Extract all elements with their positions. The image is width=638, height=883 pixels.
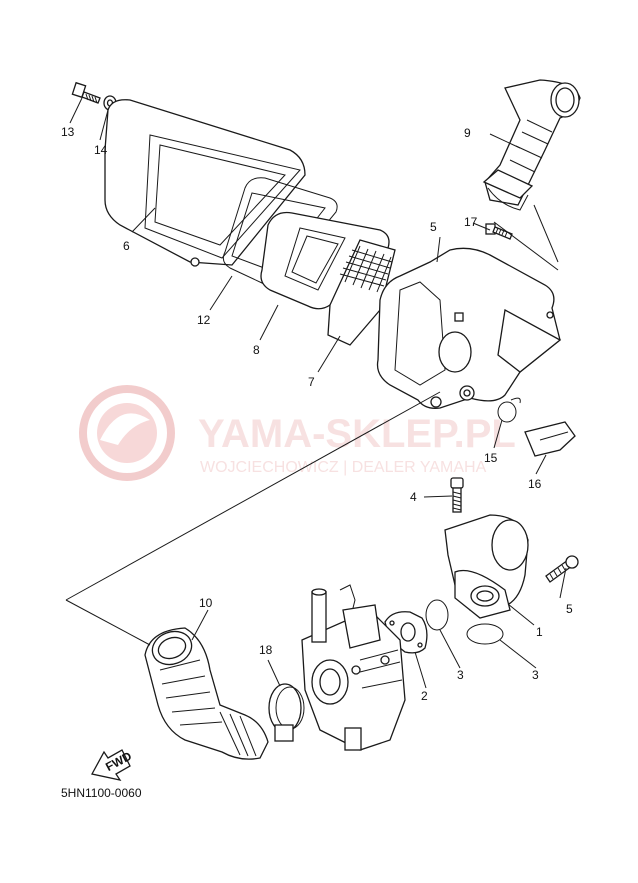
part-3-o-ring-a	[425, 599, 449, 631]
leader-lines	[69, 97, 567, 689]
part-3-o-ring-b	[466, 623, 504, 645]
callout-3-b: 3	[532, 668, 539, 682]
callout-6: 5	[430, 220, 437, 234]
part-17-bolt	[485, 223, 513, 240]
callout-5: 5	[566, 602, 573, 616]
mesh-pattern	[339, 245, 393, 293]
part-10-intake-joint	[482, 79, 581, 211]
callout-10: 9	[464, 126, 471, 140]
callout-7: 6	[123, 239, 130, 253]
carburetor	[301, 584, 406, 751]
callout-13: 16	[528, 477, 542, 491]
callout-11: 10	[199, 596, 213, 610]
watermark-logo-icon	[79, 385, 175, 481]
part-7-airbox-cover	[104, 99, 306, 267]
part-15-bolt	[71, 81, 101, 104]
callout-9: 8	[253, 343, 260, 357]
callout-4: 4	[410, 490, 417, 504]
part-18-hose-clamp	[268, 683, 305, 742]
callout-labels: 13 14 6 12 8 7 5 9 17 15 16 4 5 1 3 3 2 …	[61, 125, 573, 703]
callout-12: 12	[197, 313, 211, 327]
part-13-drain-cap	[524, 421, 576, 457]
callout-2: 2	[421, 689, 428, 703]
diagram-code: 5HN1100-0060	[61, 786, 142, 800]
callout-16: 14	[94, 143, 108, 157]
callout-14: 15	[484, 451, 498, 465]
part-11-intake-hose	[144, 627, 269, 760]
callout-1: 1	[536, 625, 543, 639]
watermark-brand: YAMA-SKLEP.PL	[198, 412, 516, 456]
callout-8: 7	[308, 375, 315, 389]
callout-17: 17	[464, 215, 478, 229]
watermark: YAMA-SKLEP.PL WOJCIECHOWICZ | DEALER YAM…	[79, 385, 516, 481]
callout-15: 13	[61, 125, 75, 139]
assembly-guide-lines	[65, 204, 559, 646]
fwd-arrow-icon: FWD	[91, 749, 134, 781]
watermark-subtitle: WOJCIECHOWICZ | DEALER YAMAHA	[200, 459, 487, 476]
part-1-intake-manifold	[444, 514, 529, 619]
part-6-air-filter-case	[376, 247, 562, 409]
part-4-bolt	[450, 477, 464, 513]
callout-3-a: 3	[457, 668, 464, 682]
part-14-o-ring	[497, 397, 521, 423]
part-5-bolt	[545, 555, 579, 583]
callout-18: 18	[259, 643, 273, 657]
